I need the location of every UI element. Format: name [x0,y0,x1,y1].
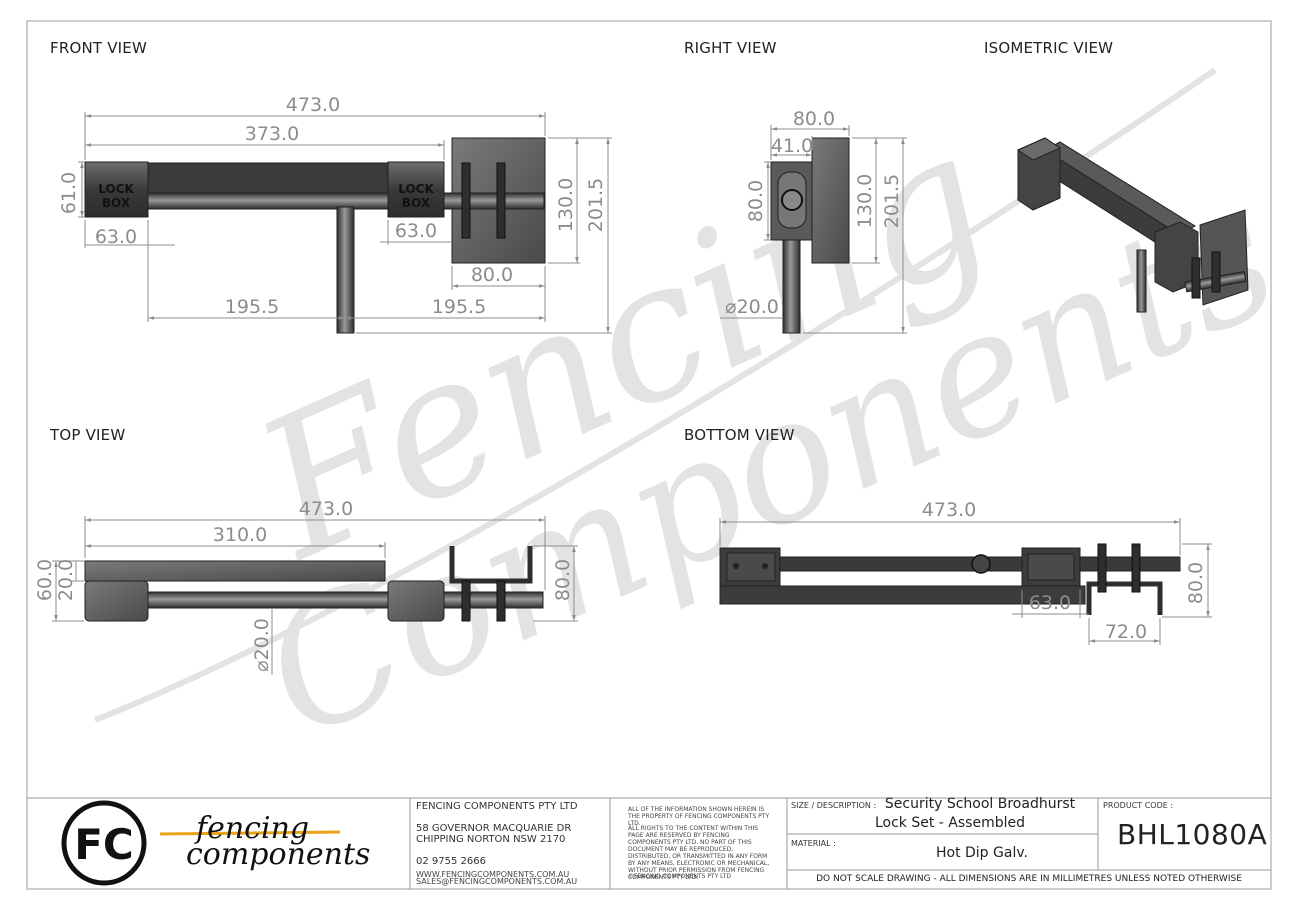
dim-bottom-bracket-w: 72.0 [1105,621,1147,643]
front-staple-1 [461,162,471,239]
sheet-frame [26,20,1272,890]
dim-bottom-overall: 473.0 [922,499,976,521]
dim-top-gap: 20.0 [55,559,77,601]
dim-front-inner: 373.0 [245,123,299,145]
iso-plate [1199,209,1249,306]
dim-front-overall: 473.0 [286,94,340,116]
dim-right-offset: 41.0 [771,135,813,157]
front-lockbox-right [387,161,445,218]
material-value: Hot Dip Galv. [935,845,1028,861]
dim-top-bar: 310.0 [213,524,267,546]
right-drop-rod [782,239,801,334]
bottom-staple-1 [1097,543,1107,593]
logo-sword [159,830,341,836]
isometric-view-label: ISOMETRIC VIEW [984,39,1114,57]
logo-word1: fencing [194,811,309,846]
dim-bottom-height: 80.0 [1185,562,1207,604]
front-drop-rod [336,206,355,334]
top-bracket [449,546,533,584]
logo-circle [61,800,147,886]
front-rod-end [443,192,545,210]
dim-right-total-h: 201.5 [881,174,903,228]
dim-right-width: 80.0 [793,108,835,130]
dim-top-overall: 473.0 [299,498,353,520]
company-logo: FC fencing components [61,800,370,886]
legal-notice-1: ALL OF THE INFORMATION SHOWN HEREIN IS T… [628,806,770,827]
product-code: BHL1080A [1117,818,1268,851]
dim-front-plate-w: 80.0 [471,264,513,286]
size-caption: SIZE / DESCRIPTION : [791,801,877,810]
front-lockbox-left-label1: LOCK [98,182,134,196]
copyright: ©FENCING COMPONENTS PTY LTD [628,873,731,880]
dim-right-rod-dia: ⌀20.0 [725,296,779,318]
logo-initials: FC [74,820,134,869]
title-block [27,797,1271,889]
dim-front-box-w-right: 63.0 [395,220,437,242]
iso-lockbox-left-top [1016,137,1062,161]
logo-word2: components [186,837,370,872]
bottom-drop-rod-end [971,554,991,574]
top-rod [147,591,544,609]
dim-right-box-h: 80.0 [745,180,767,222]
company-name: FENCING COMPONENTS PTY LTD [416,801,578,812]
dim-top-depth: 60.0 [34,559,56,601]
website[interactable]: WWW.FENCINGCOMPONENTS.COM.AU [416,870,570,879]
dim-front-half-right: 195.5 [432,296,486,318]
phone-number: 02 9755 2666 [416,856,486,867]
bottom-bracket [1086,581,1163,615]
top-staple-1 [461,580,471,622]
front-staple-2 [496,162,506,239]
bottom-view-label: BOTTOM VIEW [684,426,795,444]
iso-drop-rod [1136,249,1147,313]
isometric-view [1016,137,1249,313]
address-line1: 58 GOVERNOR MACQUARIE DR [416,823,572,834]
dim-front-half-left: 195.5 [225,296,279,318]
description-line2: Lock Set - Assembled [874,815,1025,831]
right-plate [811,137,850,264]
dim-front-plate-h: 130.0 [555,178,577,232]
iso-staple-2 [1211,251,1221,293]
bottom-lockbox-right-inner [1027,553,1075,581]
right-rod-end [781,189,803,211]
address-line2: CHIPPING NORTON NSW 2170 [416,834,566,845]
dim-top-rod-dia: ⌀20.0 [251,618,273,672]
front-lockbox-right-label2: BOX [402,196,431,210]
dim-right-plate-h: 130.0 [854,174,876,228]
right-view-label: RIGHT VIEW [684,39,777,57]
description-line1: Security School Broadhurst [884,796,1076,812]
bottom-view: 473.0 63.0 72.0 80.0 [719,499,1212,645]
material-caption: MATERIAL : [791,839,836,848]
front-view-label: FRONT VIEW [50,39,148,57]
legal-notice-2: ALL RIGHTS TO THE CONTENT WITHIN THIS PA… [628,825,770,881]
top-lockbox-right [387,580,445,622]
front-lockbox-left-label2: BOX [102,196,131,210]
top-staple-2 [496,580,506,622]
bottom-bar [719,585,1086,605]
top-view-label: TOP VIEW [50,426,126,444]
watermark-sword [93,67,1217,723]
dim-top-bracket: 80.0 [552,559,574,601]
product-code-caption: PRODUCT CODE : [1103,801,1174,810]
dim-bottom-box-w: 63.0 [1029,592,1071,614]
front-bar [147,162,389,194]
right-view: 80.0 41.0 80.0 130.0 201.5 ⌀20.0 [720,108,907,334]
dim-front-box-h: 61.0 [58,172,80,214]
bottom-hole-1 [733,563,739,569]
front-lockbox-right-label1: LOCK [398,182,434,196]
bottom-staple-2 [1131,543,1141,593]
iso-staple-1 [1191,257,1201,299]
scale-note: DO NOT SCALE DRAWING - ALL DIMENSIONS AR… [816,874,1242,884]
bottom-hole-2 [762,563,768,569]
top-lockbox-left [84,580,149,622]
front-lockbox-left [84,161,149,218]
top-bar [84,560,386,582]
dim-front-box-w-left: 63.0 [95,226,137,248]
email[interactable]: SALES@FENCINGCOMPONENTS.COM.AU [416,877,578,886]
dim-front-total-h: 201.5 [585,178,607,232]
top-view: 473.0 310.0 60.0 20.0 80.0 ⌀20.0 [34,498,578,675]
front-view: LOCK BOX LOCK BOX [58,94,612,334]
